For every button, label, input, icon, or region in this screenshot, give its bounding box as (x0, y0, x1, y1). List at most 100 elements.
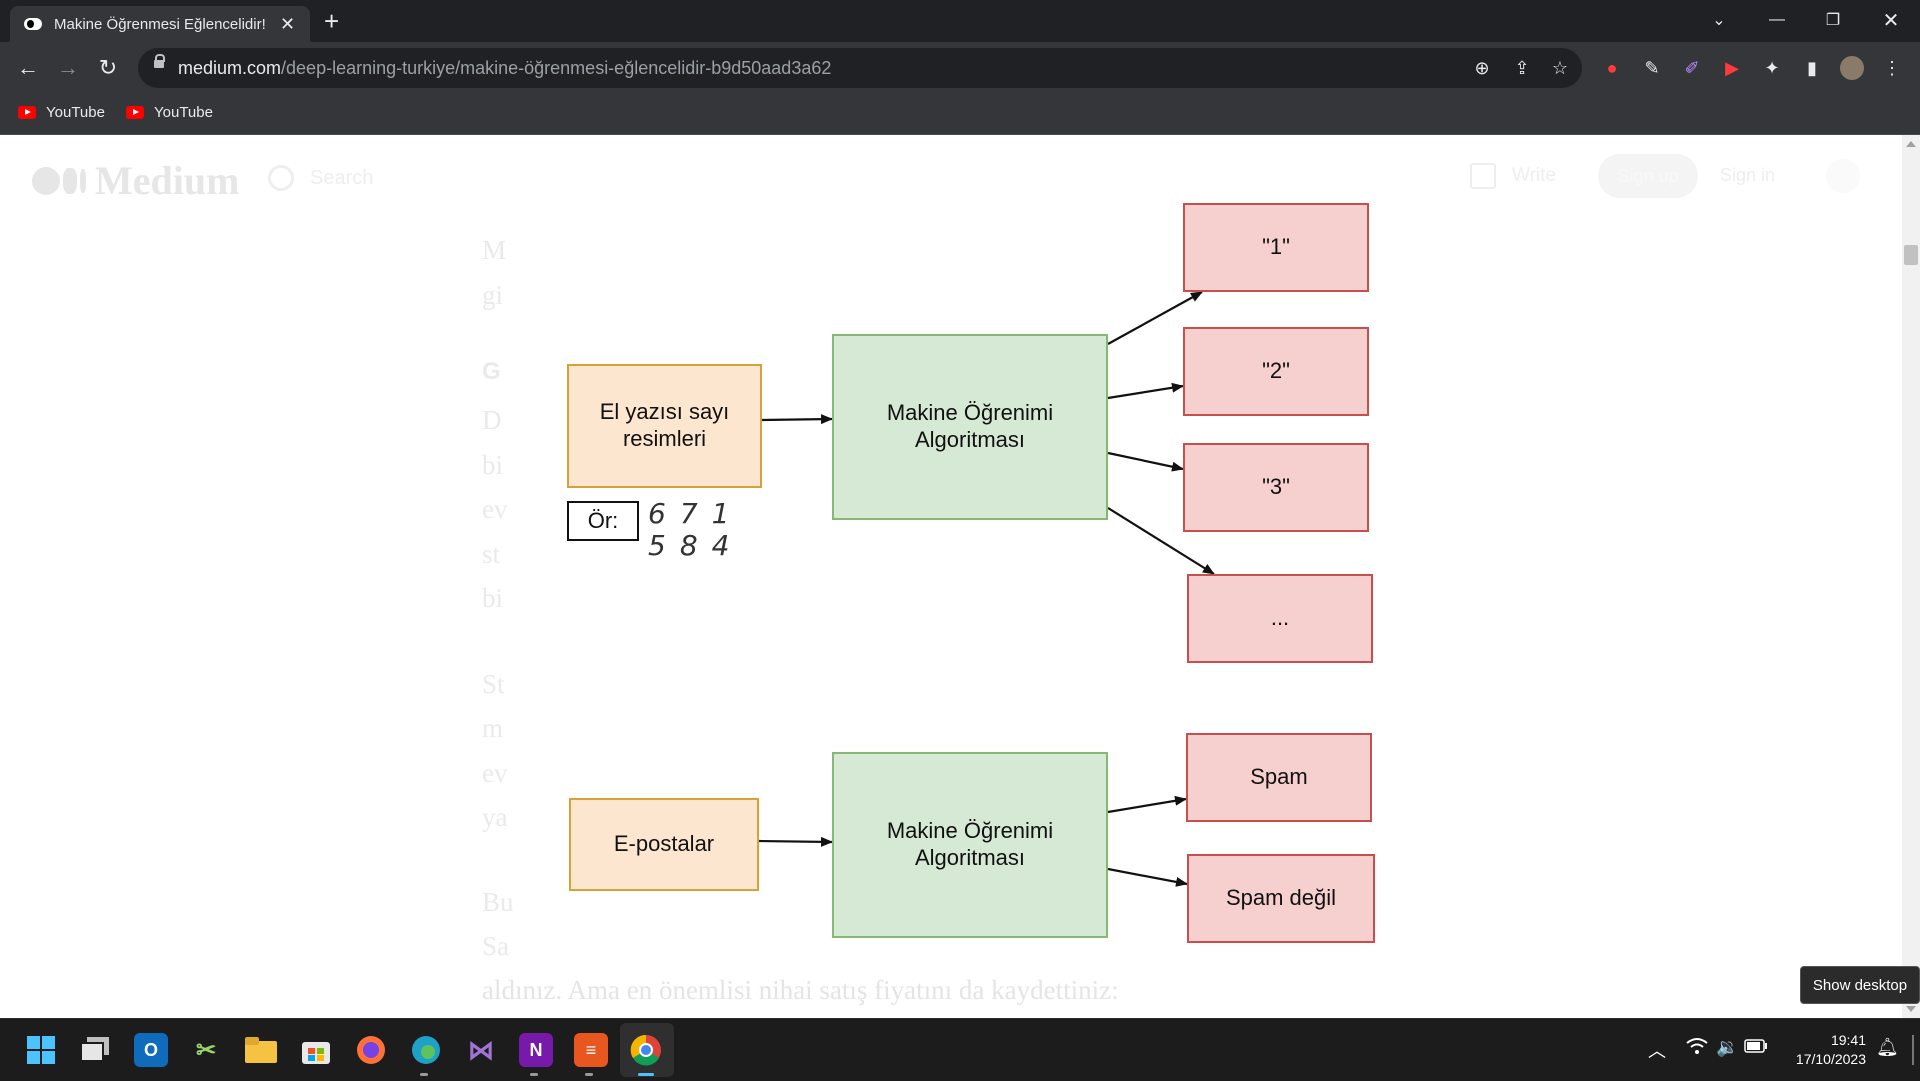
handwritten-digits-row-2: 584 (648, 529, 744, 562)
article-heading-fragment: G (482, 358, 501, 385)
zoom-icon[interactable]: ⊕ (1474, 57, 1490, 78)
back-arrow-icon[interactable]: ← (17, 55, 39, 80)
diagram-arrows (757, 291, 1215, 887)
sign-in-link[interactable]: Sign in (1720, 165, 1776, 185)
extensions-puzzle-icon[interactable]: ✦ (1764, 57, 1780, 78)
show-desktop-button[interactable] (1912, 1035, 1914, 1065)
arrow-input-to-algo-bottom (757, 836, 833, 847)
clock-time: 19:41 (1830, 1032, 1866, 1048)
active-indicator (638, 1073, 654, 1076)
task-view-icon[interactable] (79, 1033, 113, 1067)
tab-title: Makine Öğrenmesi Eğlencelidir! | by Deep… (54, 15, 266, 33)
output-box-1: "1" (1183, 203, 1369, 292)
running-indicator (585, 1073, 593, 1076)
restore-icon[interactable]: ❐ (1825, 12, 1841, 29)
scroll-up-icon[interactable] (1906, 141, 1916, 147)
medium-search[interactable]: Search (268, 165, 373, 191)
write-icon (1470, 163, 1496, 189)
chrome-icon[interactable] (629, 1033, 663, 1067)
firefox-icon[interactable] (354, 1033, 388, 1067)
article-text-fragment: bi (482, 450, 504, 480)
handwritten-digits-row-1: 671 (648, 497, 744, 530)
medium-avatar[interactable] (1826, 159, 1860, 193)
scroll-thumb[interactable] (1904, 245, 1918, 265)
article-text-fragment: st (482, 539, 501, 569)
tools-app-icon[interactable]: ✂ (195, 1036, 217, 1064)
lock-icon (154, 54, 165, 68)
minimize-icon[interactable]: — (1769, 11, 1785, 28)
eyedropper-extension-icon[interactable]: ✎ (1644, 57, 1660, 78)
tray-overflow-chevron-icon[interactable]: ︿ (1648, 1041, 1666, 1061)
youtube-icon (126, 106, 144, 119)
side-panel-icon[interactable]: ▮ (1807, 57, 1817, 78)
visual-studio-icon[interactable]: ⋈ (468, 1034, 494, 1065)
microsoft-store-icon[interactable] (299, 1033, 333, 1067)
file-explorer-icon[interactable] (244, 1033, 278, 1067)
arrow-input-to-algo-top (761, 414, 833, 425)
volume-icon[interactable]: 🔉 (1716, 1037, 1739, 1057)
article-text-fragment: D (482, 405, 502, 435)
youtube-icon (18, 106, 36, 119)
browser-tab[interactable]: Makine Öğrenmesi Eğlencelidir! | by Deep… (10, 6, 310, 42)
share-icon[interactable]: ⇪ (1514, 57, 1530, 78)
input-box-emails: E-postalar (569, 798, 759, 891)
close-window-icon[interactable]: ✕ (1882, 9, 1900, 32)
output-box-3: "3" (1183, 443, 1369, 532)
medium-logo[interactable]: Medium (32, 157, 239, 204)
article-text-fragment: m (482, 713, 504, 743)
profile-avatar[interactable] (1840, 56, 1864, 80)
algorithm-box-bottom: Makine Öğrenimi Algoritması (832, 752, 1108, 938)
article-text-fragment: Sa (482, 931, 509, 961)
windows-taskbar: O ✂ ⋈ N ≡ ︿ 🔉 19:41 17/10/2023 🔔︎ (0, 1018, 1920, 1081)
pdf-reader-icon[interactable]: ≡ (574, 1033, 608, 1067)
scroll-down-icon[interactable] (1906, 1006, 1916, 1012)
reload-icon[interactable]: ↻ (98, 55, 118, 80)
arrow-to-not-spam (1107, 867, 1188, 887)
bookmarks-bar: YouTube YouTube (0, 94, 1920, 135)
article-text-fragment: bi (482, 583, 504, 613)
forward-arrow-icon[interactable]: → (57, 55, 79, 80)
output-box-not-spam: Spam değil (1187, 854, 1375, 943)
output-box-2: "2" (1183, 327, 1369, 416)
address-bar[interactable]: medium.com/deep-learning-turkiye/makine-… (138, 48, 1582, 88)
onenote-icon[interactable]: N (519, 1033, 553, 1067)
article-text-fragment: ev (482, 494, 508, 524)
system-clock[interactable]: 19:41 17/10/2023 (1782, 1031, 1866, 1069)
arrow-to-output-3 (1107, 451, 1184, 472)
output-box-more: ... (1187, 574, 1373, 663)
url-text[interactable]: medium.com/deep-learning-turkiye/makine-… (178, 58, 832, 78)
video-extension-icon[interactable]: ▶ (1725, 57, 1739, 78)
wifi-icon[interactable] (1686, 1037, 1708, 1060)
article-text-fragment: Bu (482, 887, 514, 917)
sign-up-button[interactable]: Sign up (1598, 154, 1698, 198)
article-text-fragment: M (482, 235, 507, 265)
algorithm-box-top: Makine Öğrenimi Algoritması (832, 334, 1108, 520)
outlook-icon[interactable]: O (134, 1033, 168, 1067)
notification-bell-icon[interactable]: 🔔︎ (1876, 1037, 1899, 1057)
arrow-to-spam (1107, 795, 1187, 814)
page-scrollbar[interactable] (1902, 135, 1920, 1018)
article-text-fragment: gi (482, 280, 504, 310)
new-tab-button[interactable]: + (324, 6, 340, 36)
medium-favicon-icon (24, 18, 42, 30)
arrow-to-output-more (1107, 507, 1215, 575)
windows-start-icon[interactable] (24, 1033, 58, 1067)
edge-icon[interactable] (409, 1033, 443, 1067)
tab-strip: Makine Öğrenmesi Eğlencelidir! | by Deep… (0, 0, 1920, 42)
tab-close-icon[interactable]: ✕ (280, 14, 296, 34)
running-indicator (420, 1073, 428, 1076)
output-box-spam: Spam (1186, 733, 1372, 822)
page-content: Medium Search Write Sign up Sign in M gi… (0, 135, 1902, 1018)
browser-menu-icon[interactable]: ⋮ (1883, 57, 1901, 78)
bookmark-youtube-2[interactable]: YouTube (126, 104, 213, 121)
tab-search-chevron-icon[interactable]: ⌄ (1712, 12, 1726, 29)
write-button[interactable]: Write (1470, 163, 1556, 189)
medium-logo-icon (32, 166, 89, 195)
arrow-to-output-1 (1107, 291, 1203, 345)
battery-icon[interactable] (1744, 1037, 1768, 1058)
adblock-extension-icon[interactable]: ● (1606, 57, 1618, 78)
bookmark-youtube-1[interactable]: YouTube (18, 104, 105, 121)
article-text-fragment: St (482, 669, 505, 699)
feather-extension-icon[interactable]: ✐ (1684, 57, 1700, 78)
bookmark-star-icon[interactable]: ☆ (1551, 57, 1569, 78)
